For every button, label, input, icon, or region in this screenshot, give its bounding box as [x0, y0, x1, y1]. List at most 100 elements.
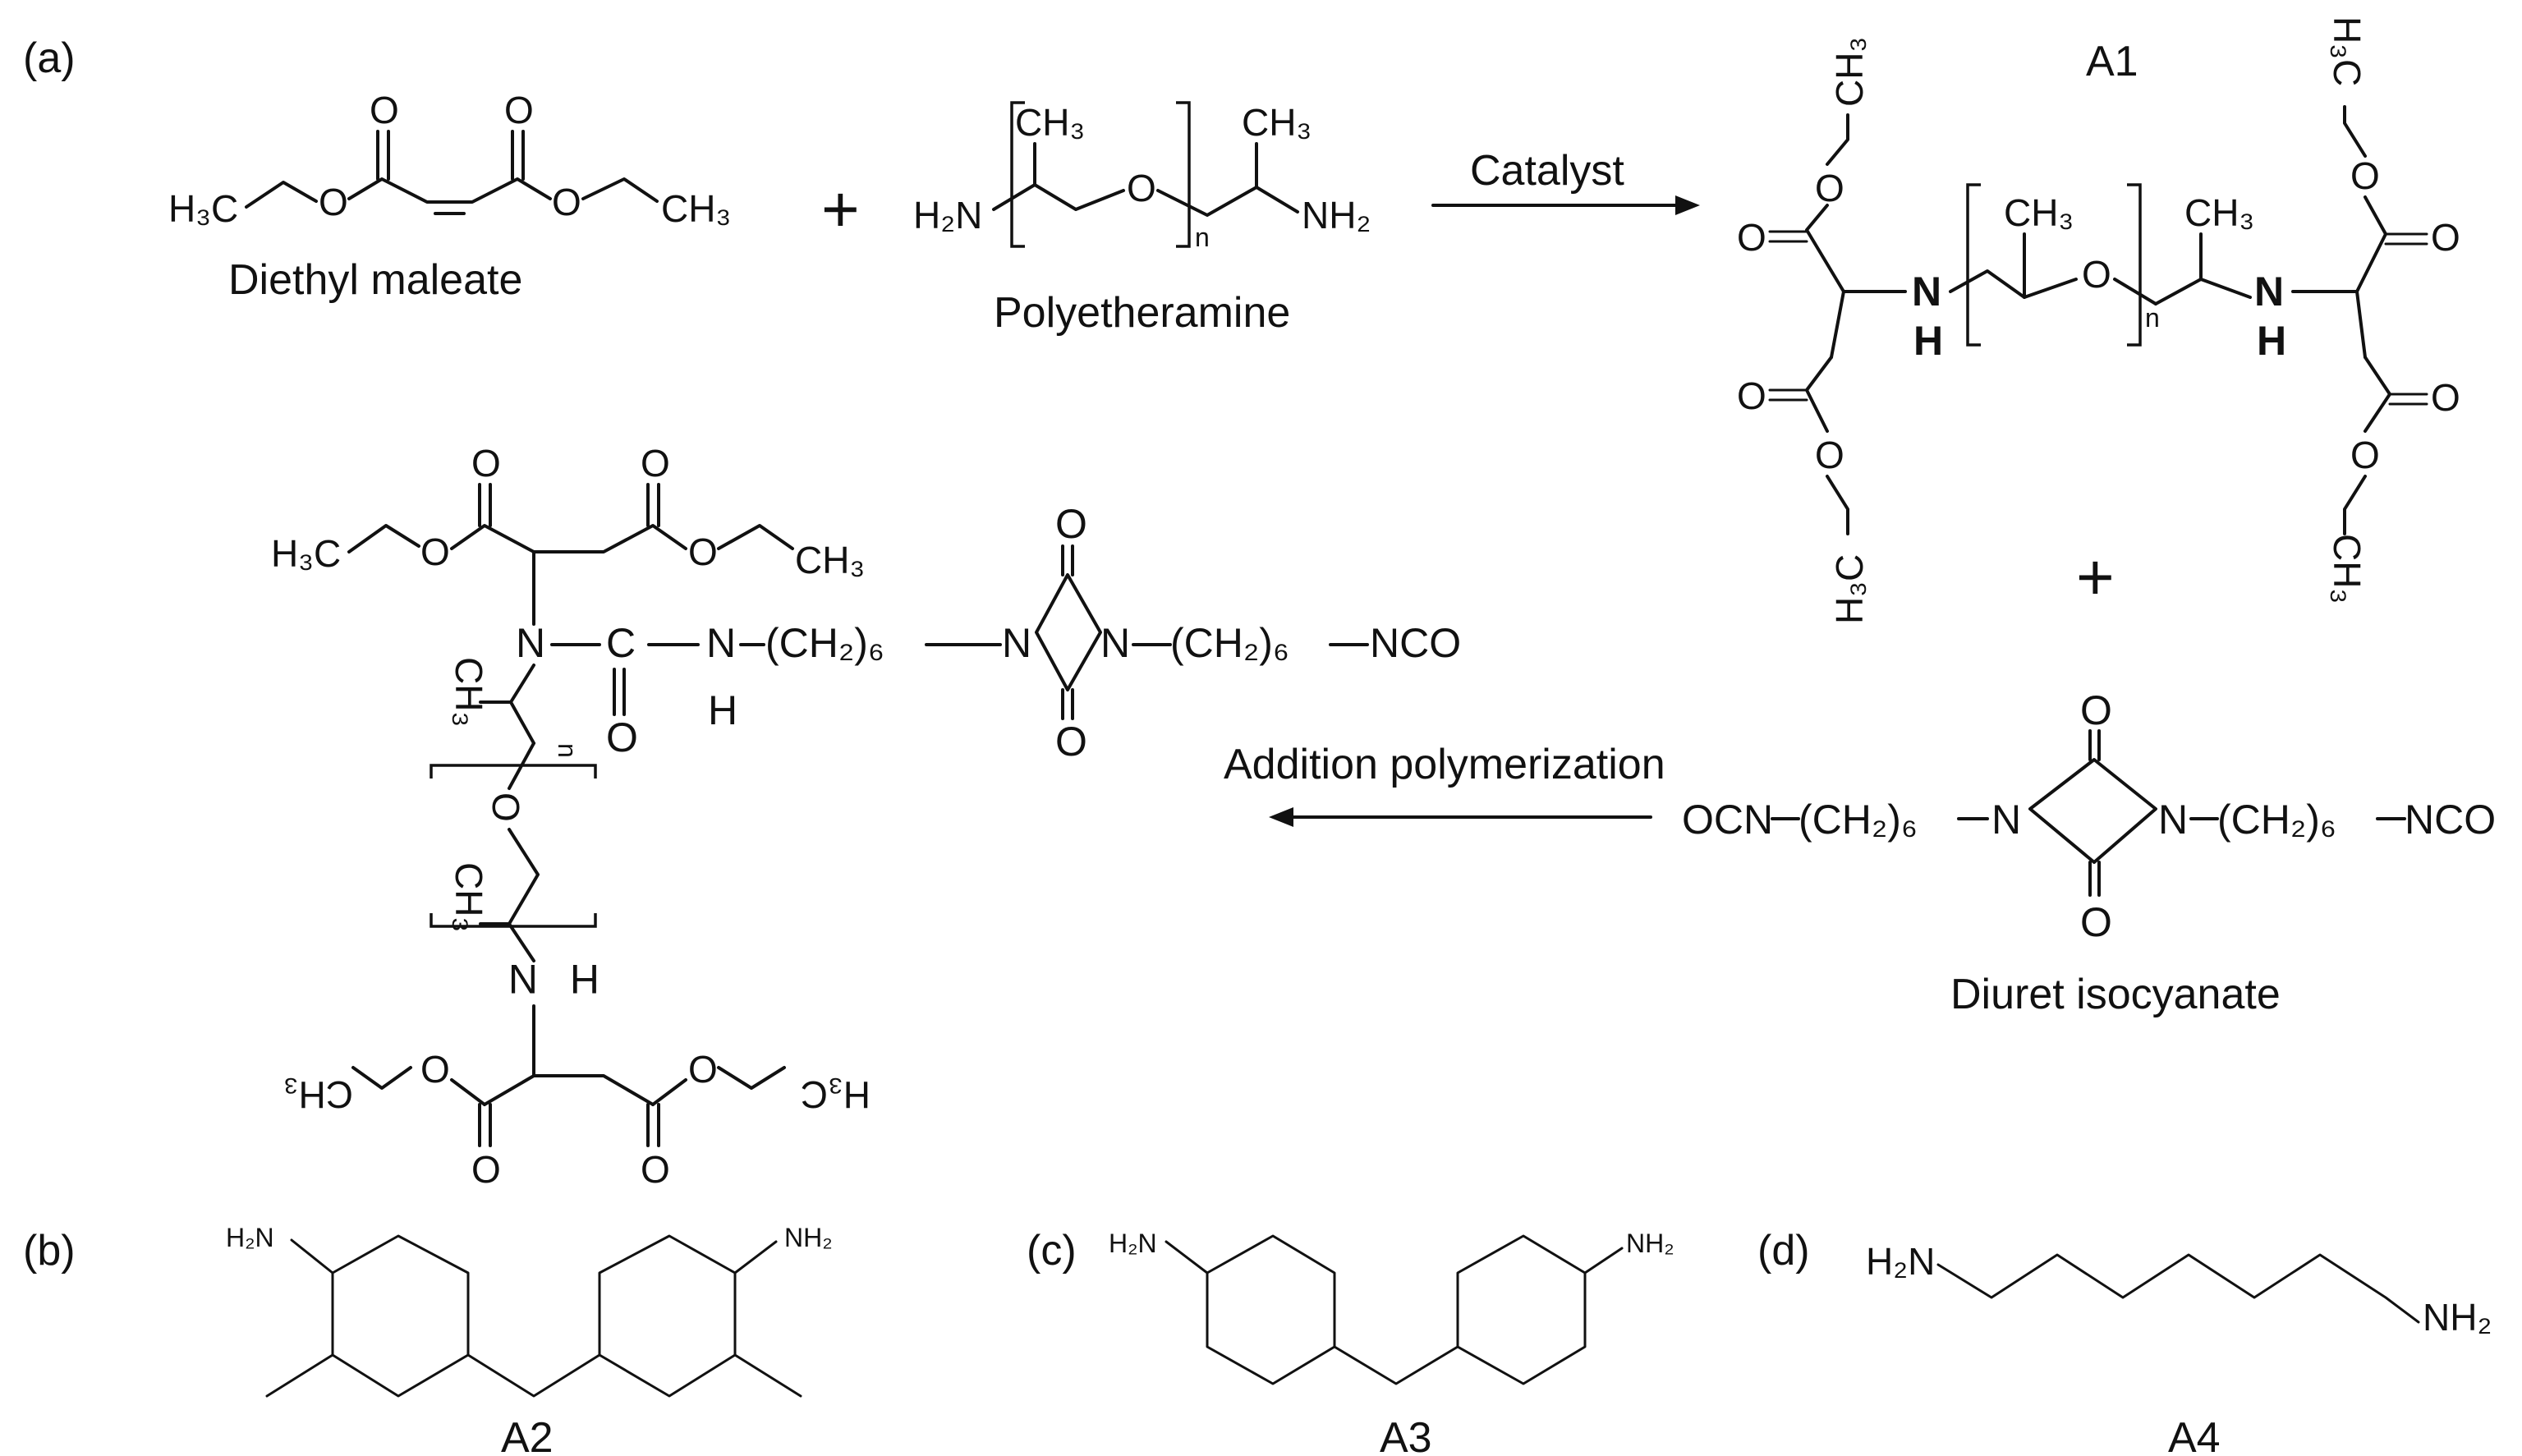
- atom-nco: NCO: [2405, 797, 2496, 843]
- bond: [483, 1074, 655, 1106]
- atom-nh2: NH₂: [784, 1223, 833, 1252]
- atom-o: O: [2350, 434, 2380, 476]
- bond: [1949, 269, 2078, 299]
- atom-o: O: [1127, 167, 1156, 209]
- compound-label-a2: A2: [501, 1414, 554, 1456]
- bond: [509, 664, 535, 745]
- atom-h: H: [1913, 318, 1943, 364]
- atom-o: O: [1815, 167, 1844, 209]
- atom-o: O: [420, 1048, 450, 1091]
- atom-o: O: [504, 89, 534, 131]
- compound-label-a3: A3: [1380, 1414, 1432, 1456]
- atom-ch3: CH₃: [2004, 191, 2074, 234]
- atom-h3c: H₃C: [2326, 16, 2368, 86]
- repeat-bracket-left: [1966, 183, 1981, 347]
- bond: [717, 524, 794, 550]
- bond: [1936, 1253, 2420, 1324]
- product-structure: H₃C O O O O CH₃ N C O N H (CH₂)₆ N O O N: [271, 442, 1461, 1191]
- plus-sign-2: +: [2076, 540, 2115, 613]
- addition-polymerization-label: Addition polymerization: [1224, 741, 1665, 788]
- repeat-bracket-bottom: [430, 913, 597, 928]
- atom-o: O: [641, 1148, 670, 1191]
- atom-o: O: [606, 714, 638, 760]
- cyclohexane-ring: [1206, 1234, 1336, 1385]
- bond: [1805, 204, 1845, 293]
- atom-o: O: [471, 1148, 501, 1191]
- compound-label-a4: A4: [2168, 1414, 2221, 1456]
- panel-label-b: (b): [23, 1227, 76, 1275]
- atom-ocn: OCN: [1682, 797, 1773, 843]
- bond: [2154, 278, 2252, 305]
- bond: [2343, 475, 2367, 535]
- bond: [651, 1078, 687, 1106]
- bond: [351, 1066, 412, 1090]
- atom-o: O: [471, 442, 501, 485]
- atom-ch3: CH₃: [2326, 534, 2368, 604]
- bond: [265, 1353, 334, 1398]
- bond: [1805, 356, 1833, 433]
- group-ch2-6: (CH₂)₆: [2217, 797, 2336, 843]
- repeat-index-n: n: [1195, 223, 1210, 252]
- atom-nh2: NH₂: [1302, 194, 1371, 237]
- atom-o: O: [2080, 899, 2112, 945]
- atom-o: O: [1055, 719, 1087, 765]
- atom-o: O: [641, 442, 670, 485]
- atom-n: N: [1002, 620, 1031, 666]
- bond: [2343, 105, 2367, 158]
- group-ch2-6: (CH₂)₆: [765, 620, 884, 666]
- atom-h: H: [708, 687, 737, 733]
- atom-o: O: [2431, 376, 2460, 419]
- bond: [1826, 113, 1849, 166]
- atom-nco: NCO: [1370, 620, 1461, 666]
- atom-o: O: [370, 89, 399, 131]
- diuret-isocyanate-label: Diuret isocyanate: [1950, 971, 2281, 1018]
- atom-o: O: [1055, 501, 1087, 547]
- atom-o: O: [2082, 253, 2111, 296]
- a3-structure: H₂N NH₂: [1109, 1229, 1674, 1385]
- atom-n: N: [516, 620, 545, 666]
- bond: [1830, 290, 1845, 359]
- a4-structure: H₂N NH₂: [1866, 1240, 2492, 1339]
- bond: [290, 1238, 334, 1275]
- bond: [450, 524, 687, 553]
- atom-o: O: [2350, 154, 2380, 197]
- atom-h2n: H₂N: [1109, 1229, 1157, 1258]
- bond: [1826, 475, 1849, 535]
- group-ch2-6: (CH₂)₆: [1170, 620, 1289, 666]
- reaction-arrow-addition: [1269, 807, 1652, 827]
- atom-ch3: CH₃: [2184, 191, 2254, 234]
- atom-nh2: NH₂: [2423, 1296, 2492, 1339]
- bond: [2355, 290, 2367, 359]
- compound-label-a1: A1: [2086, 38, 2138, 85]
- repeat-index-n: n: [553, 743, 582, 758]
- atom-c: C: [606, 620, 636, 666]
- atom-o: O: [688, 1048, 718, 1091]
- atom-ch3: CH₃: [795, 539, 865, 581]
- atom-n: N: [1991, 797, 2021, 843]
- bond: [466, 1353, 601, 1398]
- plus-sign: +: [821, 172, 860, 246]
- bond: [992, 183, 1125, 211]
- atom-h3c: H₃C: [168, 187, 238, 230]
- atom-ch3: CH₃: [1015, 101, 1085, 144]
- group-ch2-6: (CH₂)₆: [1798, 797, 1918, 843]
- arrow-head: [1675, 195, 1700, 215]
- atom-h: H: [2257, 318, 2286, 364]
- atom-n: N: [508, 956, 538, 1002]
- repeat-bracket-left: [1010, 101, 1025, 248]
- atom-n: N: [2158, 797, 2188, 843]
- bond: [347, 524, 420, 553]
- bond: [450, 1078, 486, 1106]
- atom-ch3: CH₃: [1242, 101, 1312, 144]
- bond: [2355, 195, 2387, 293]
- atom-nh2: NH₂: [1626, 1229, 1674, 1258]
- polyetheramine-structure: H₂N CH₃ O n CH₃ NH₂: [913, 101, 1371, 252]
- atom-ch3: CH₃: [661, 187, 731, 230]
- bond: [245, 181, 318, 209]
- atom-n: N: [706, 620, 736, 666]
- bond: [1156, 186, 1299, 217]
- bond: [733, 1240, 778, 1275]
- diuret-isocyanate-structure: OCN (CH₂)₆ N O O N (CH₂)₆ NCO: [1682, 687, 2496, 945]
- bond: [581, 177, 659, 203]
